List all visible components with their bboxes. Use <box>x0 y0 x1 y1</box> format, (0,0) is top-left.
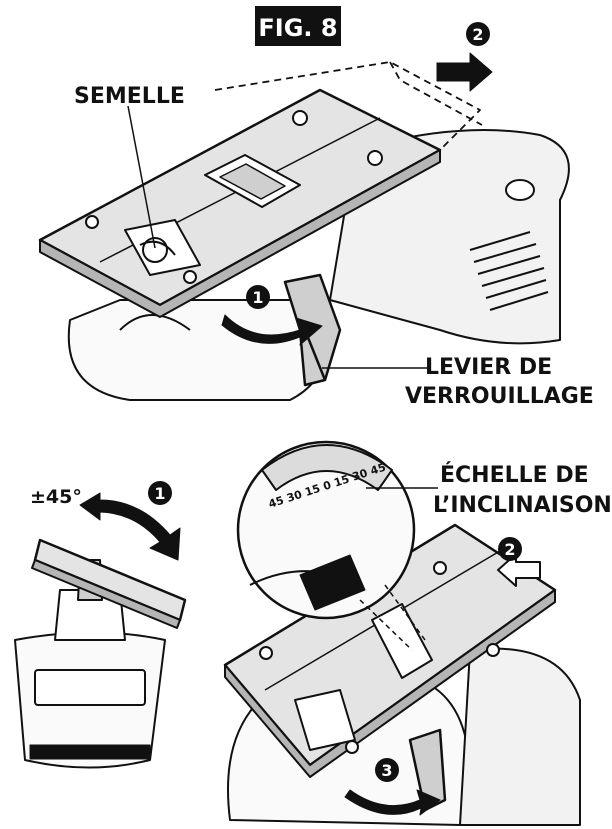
sole-plate-leader <box>127 105 156 249</box>
saw-body-knob <box>505 179 535 201</box>
bottom-right-step-3-number: 3 <box>381 761 392 780</box>
top-rotation-arrow <box>221 314 323 346</box>
figure-title: FIG. 8 <box>258 14 337 42</box>
bottom-lock-lever <box>408 728 447 812</box>
bottom-left-illustration <box>14 492 187 769</box>
bottom-right-step-2-number: 2 <box>504 540 515 559</box>
top-step-2-badge: 2 <box>466 22 490 46</box>
bottom-right-step-2-badge: 2 <box>498 537 522 561</box>
saw-body-vents <box>469 231 549 311</box>
saw-housing-curve <box>119 314 191 331</box>
bottom-sole-plate-screws <box>259 561 500 754</box>
bottom-clamp-mechanism <box>294 689 356 751</box>
bevel-scale-band <box>261 444 393 491</box>
saw-lower-housing <box>67 299 331 401</box>
top-step-1-badge: 1 <box>246 285 270 309</box>
magnifier-leader-2 <box>384 584 426 641</box>
lock-lever-label-line1: LEVIER DE <box>425 355 552 380</box>
magnifier-leader-1 <box>359 599 413 651</box>
bottom-right-step-3-badge: 3 <box>375 758 399 782</box>
bevel-scale-label-line2: L’INCLINAISON <box>433 493 612 518</box>
bottom-rotation-arrow <box>344 789 441 816</box>
sole-clamp-mechanism <box>124 219 201 276</box>
bottom-sole-plate-edge <box>224 589 556 778</box>
bottom-slide-arrow <box>497 553 541 587</box>
bottom-saw-rear <box>459 647 581 826</box>
top-step-1-number: 1 <box>252 288 263 307</box>
sole-plate-edge <box>39 149 441 318</box>
bevel-scale-label-line1: ÉCHELLE DE <box>440 462 589 488</box>
top-illustration <box>38 52 570 401</box>
sole-plate-screws <box>85 110 383 284</box>
lock-lever-label-line2: VERROUILLAGE <box>405 384 594 409</box>
bevel-pointer <box>299 554 366 611</box>
top-slide-arrow <box>436 52 493 92</box>
bevel-double-arrow <box>79 492 181 561</box>
sole-plate-label: SEMELLE <box>74 84 185 109</box>
top-step-2-number: 2 <box>472 25 483 44</box>
front-view-slot <box>34 669 146 706</box>
figure-title-box: FIG. 8 <box>255 6 341 46</box>
bevel-angle-label: ±45° <box>30 486 82 508</box>
moved-plate-outline <box>214 61 481 176</box>
bottom-left-step-1-number: 1 <box>154 484 165 503</box>
bottom-left-step-1-badge: 1 <box>148 481 172 505</box>
bottom-right-illustration <box>223 440 581 826</box>
